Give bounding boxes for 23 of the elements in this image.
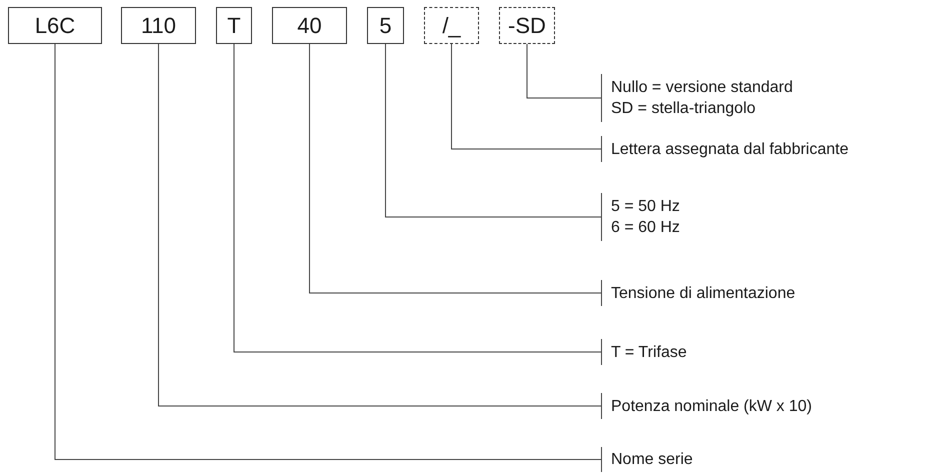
code-box: 110 — [121, 7, 196, 44]
code-box: -SD — [499, 7, 555, 44]
code-box: 5 — [367, 7, 404, 44]
leader-line — [158, 44, 602, 406]
leader-line — [451, 44, 602, 150]
description-text: Nullo = versione standard — [611, 78, 793, 98]
leader-line — [526, 44, 602, 98]
code-box: T — [216, 7, 252, 44]
description-text: Tensione di alimentazione — [611, 284, 796, 304]
code-box: L6C — [8, 7, 102, 44]
description-text: 6 = 60 Hz — [611, 218, 680, 238]
leader-line — [234, 44, 602, 352]
description-text: Potenza nominale (kW x 10) — [611, 396, 812, 416]
description-text: Nome serie — [611, 450, 693, 470]
description-text: T = Trifase — [611, 342, 687, 362]
code-box: /_ — [424, 7, 479, 44]
leader-line — [385, 44, 602, 218]
leader-line — [54, 44, 602, 460]
description-text: 5 = 50 Hz — [611, 197, 680, 217]
leader-line — [309, 44, 602, 294]
description-text: SD = stella-triangolo — [611, 99, 756, 119]
code-box: 40 — [272, 7, 347, 44]
description-text: Lettera assegnata dal fabbricante — [611, 140, 848, 160]
